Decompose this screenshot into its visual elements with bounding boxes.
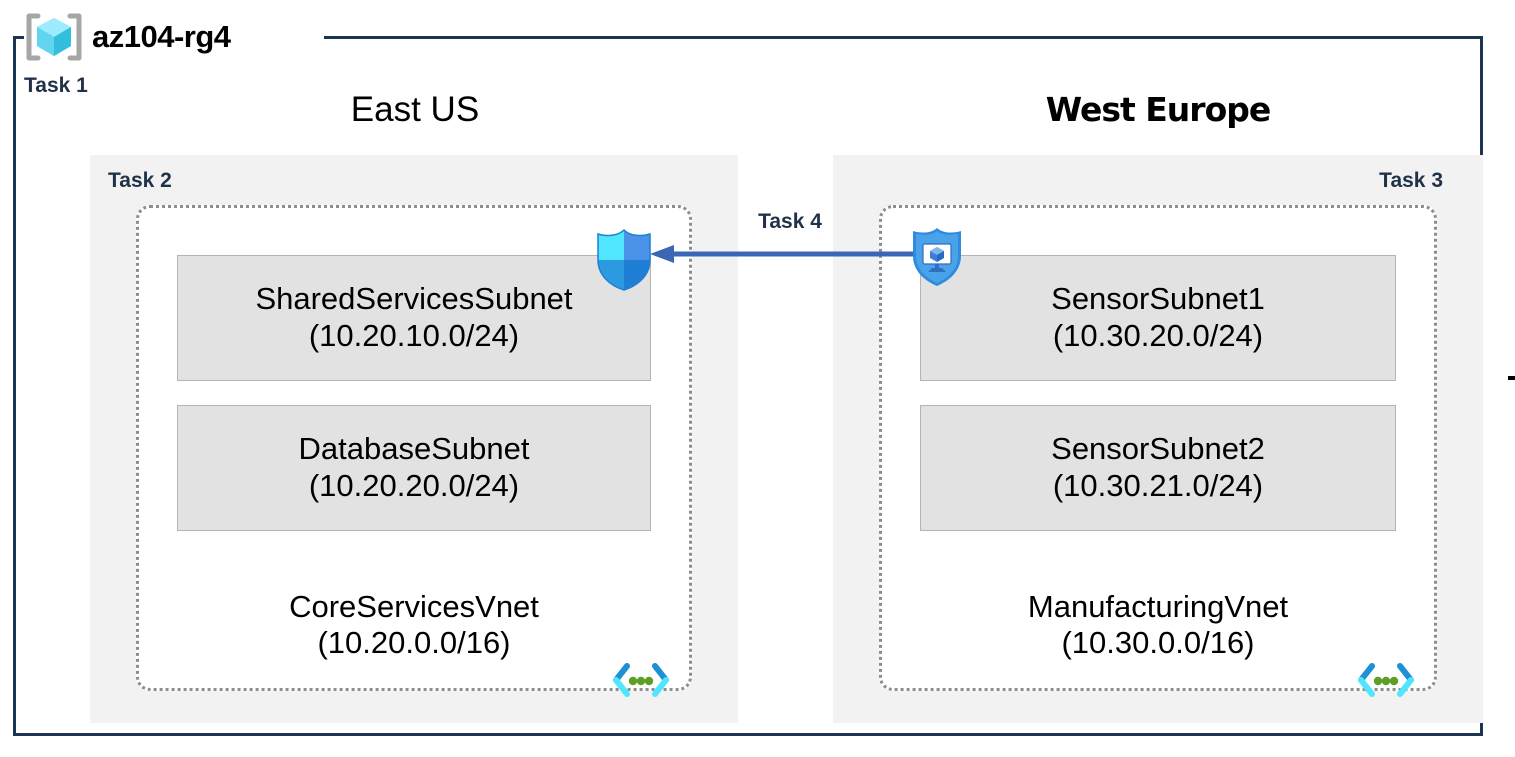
vnet-name: ManufacturingVnet	[1027, 588, 1289, 624]
task-4-label: Task 4	[758, 210, 822, 233]
subnet-shared-services: SharedServicesSubnet (10.20.10.0/24)	[177, 255, 651, 381]
subnet-name: SensorSubnet2	[1051, 431, 1265, 467]
subnet-cidr: (10.20.10.0/24)	[308, 318, 520, 353]
task-3-label: Task 3	[1379, 169, 1443, 192]
subnet-name: DatabaseSubnet	[298, 431, 530, 467]
resource-group-title-notch	[24, 14, 324, 60]
region-title-east-us: East US	[350, 90, 480, 129]
vnet-icon	[611, 660, 671, 702]
subnet-cidr: (10.30.20.0/24)	[1052, 318, 1264, 353]
subnet-database: DatabaseSubnet (10.20.20.0/24)	[177, 405, 651, 531]
bastion-shield-monitor-icon	[908, 226, 966, 288]
resource-group-name: az104-rg4	[92, 19, 231, 54]
subnet-cidr: (10.30.21.0/24)	[1052, 468, 1264, 503]
subnet-cidr: (10.20.20.0/24)	[308, 468, 520, 503]
peering-arrow	[650, 245, 916, 263]
vnet-icon	[1356, 660, 1416, 702]
edge-tick-marker	[1508, 376, 1515, 380]
vnet-cidr: (10.20.0.0/16)	[317, 625, 511, 661]
resource-group-title: az104-rg4	[24, 12, 231, 62]
vnet-box-manufacturing: SensorSubnet1 (10.30.20.0/24) SensorSubn…	[879, 205, 1437, 697]
subnet-sensor-1: SensorSubnet1 (10.30.20.0/24)	[920, 255, 1396, 381]
subnet-sensor-2: SensorSubnet2 (10.30.21.0/24)	[920, 405, 1396, 531]
task-1-label: Task 1	[24, 74, 88, 97]
vnet-name: CoreServicesVnet	[289, 588, 539, 624]
vnet-footer-manufacturing: ManufacturingVnet (10.30.0.0/16)	[882, 589, 1434, 662]
resource-group-cube-icon	[24, 13, 84, 61]
network-security-group-shield-icon	[593, 228, 655, 292]
subnet-name: SharedServicesSubnet	[255, 281, 573, 317]
region-title-west-europe: West Europe	[1045, 90, 1272, 129]
subnet-name: SensorSubnet1	[1051, 281, 1265, 317]
task-2-label: Task 2	[108, 169, 172, 192]
vnet-box-core-services: SharedServicesSubnet (10.20.10.0/24) Dat…	[136, 205, 692, 697]
vnet-cidr: (10.30.0.0/16)	[1061, 625, 1255, 661]
vnet-footer-core-services: CoreServicesVnet (10.20.0.0/16)	[139, 589, 689, 662]
